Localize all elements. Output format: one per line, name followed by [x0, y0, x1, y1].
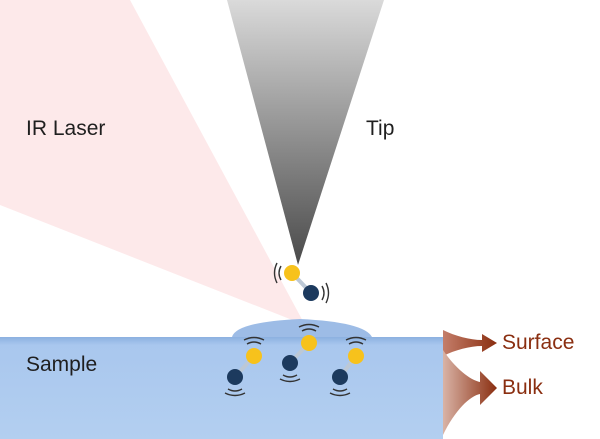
gold-atom-icon — [348, 348, 364, 364]
navy-atom-icon — [282, 355, 298, 371]
sample-label: Sample — [26, 353, 98, 376]
surface-label: Surface — [502, 331, 575, 354]
ir-laser-beam — [0, 0, 305, 325]
molecule-in-sample-3 — [329, 336, 367, 397]
vibration-marks-icon — [224, 336, 265, 397]
gold-atom-icon — [301, 335, 317, 351]
gold-atom-icon — [284, 265, 300, 281]
afm-tip — [227, 0, 384, 265]
navy-atom-icon — [303, 285, 319, 301]
surface-arrow-icon — [443, 330, 497, 356]
molecule-in-sample-2 — [279, 323, 320, 383]
molecule-in-sample-1 — [224, 336, 265, 397]
tip-label: Tip — [366, 117, 395, 140]
navy-atom-icon — [227, 369, 243, 385]
molecule-near-tip — [273, 262, 330, 304]
bulk-arrow-icon — [443, 350, 497, 435]
ir-laser-label: IR Laser — [26, 117, 106, 140]
vibration-marks-icon — [329, 336, 367, 397]
gold-atom-icon — [246, 348, 262, 364]
bulk-label: Bulk — [502, 376, 543, 399]
surface-bump — [232, 319, 372, 337]
vibration-marks-icon — [279, 323, 320, 383]
sample-block — [0, 337, 443, 439]
vibration-marks-icon — [273, 262, 330, 304]
navy-atom-icon — [332, 369, 348, 385]
